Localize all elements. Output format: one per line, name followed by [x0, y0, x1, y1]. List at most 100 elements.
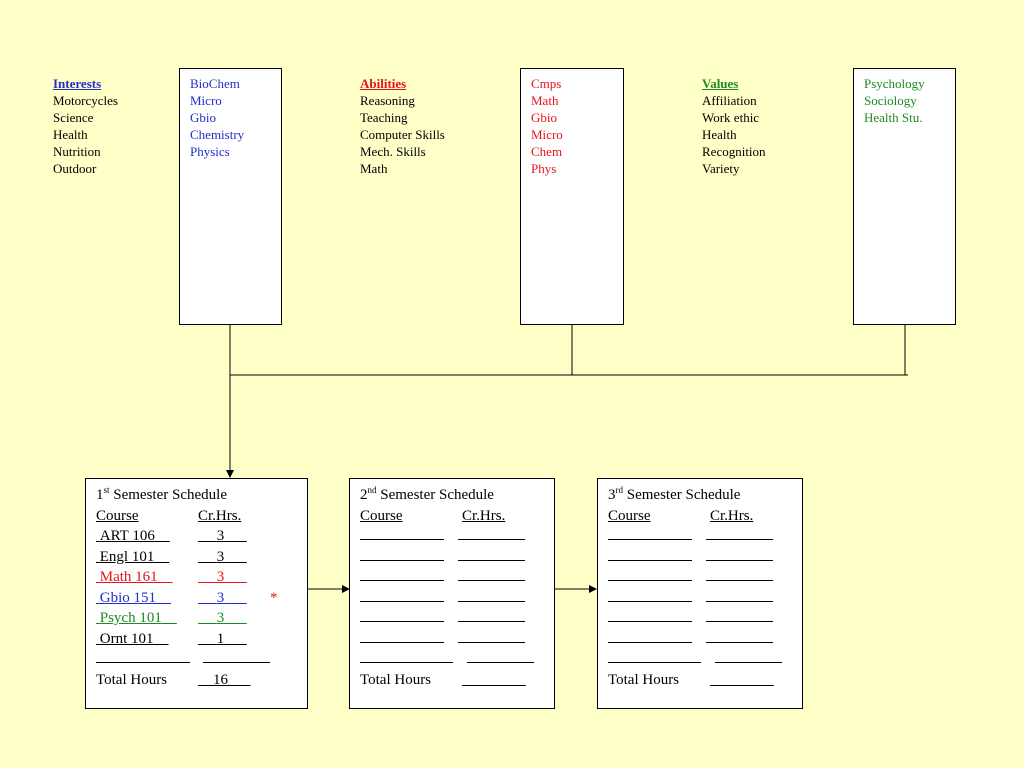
blank-line[interactable] [458, 608, 525, 622]
hours-blank[interactable] [458, 588, 525, 609]
course-hours-value: 3 [216, 528, 225, 544]
course-blank[interactable] [608, 526, 692, 547]
blank-line[interactable] [608, 526, 692, 540]
course-blank[interactable] [608, 547, 692, 568]
table-row [360, 608, 554, 629]
hours-blank[interactable] [706, 588, 773, 609]
hours-blank[interactable] [706, 608, 773, 629]
course-name[interactable]: Math 161 [96, 567, 173, 588]
abilities-course: Micro [531, 127, 563, 142]
schedule-title: 3rd Semester Schedule [608, 485, 802, 506]
course-blank[interactable] [608, 608, 692, 629]
blank-line[interactable] [458, 526, 525, 540]
hours-blank[interactable] [458, 567, 525, 588]
blank-line[interactable] [608, 588, 692, 602]
course-blank[interactable] [360, 567, 444, 588]
blank-line[interactable] [203, 649, 270, 663]
course-blank[interactable] [608, 629, 692, 650]
course-hours[interactable]: 3 [198, 547, 247, 568]
course-blank[interactable] [360, 629, 444, 650]
blank-line[interactable] [706, 547, 773, 561]
values-list: Values Affiliation Work ethic Health Rec… [702, 75, 766, 177]
blank-line[interactable] [706, 567, 773, 581]
blank-line[interactable] [706, 629, 773, 643]
blank-line[interactable] [608, 629, 692, 643]
course-name[interactable]: Gbio 151 [96, 588, 171, 609]
total-hours-value[interactable] [462, 670, 526, 691]
blank-line[interactable] [608, 649, 701, 663]
course-name[interactable]: ART 106 [96, 526, 170, 547]
course-hours[interactable]: 3 [198, 567, 247, 588]
interests-course: Gbio [190, 110, 216, 125]
blank-line[interactable] [706, 588, 773, 602]
blank-line[interactable] [458, 629, 525, 643]
blank-line[interactable] [706, 526, 773, 540]
hours-blank[interactable] [458, 547, 525, 568]
schedule-title: 2nd Semester Schedule [360, 485, 554, 506]
course-blank[interactable] [360, 588, 444, 609]
hours-blank[interactable] [458, 629, 525, 650]
course-name[interactable]: Engl 101 [96, 547, 169, 568]
course-blank[interactable] [360, 608, 444, 629]
note-asterisk: * [270, 589, 278, 606]
blank-line[interactable] [360, 567, 444, 581]
blank-line[interactable] [360, 547, 444, 561]
total-hours-value[interactable]: 16 [198, 670, 251, 691]
hours-blank[interactable] [458, 608, 525, 629]
course-name[interactable]: Psych 101 [96, 608, 177, 629]
separator-row [96, 649, 307, 670]
values-heading: Values [702, 76, 739, 91]
course-name[interactable]: Ornt 101 [96, 629, 169, 650]
course-hours[interactable]: 3 [198, 526, 247, 547]
abilities-heading: Abilities [360, 76, 407, 91]
total-hours-value[interactable] [710, 670, 774, 691]
separator-row [360, 649, 554, 670]
blank-line[interactable] [458, 588, 525, 602]
course-name-text: Ornt 101 [99, 630, 154, 647]
interests-item: Nutrition [53, 144, 101, 159]
blank-line[interactable] [360, 629, 444, 643]
abilities-course: Chem [531, 144, 563, 159]
course-hours-value: 3 [216, 589, 225, 606]
hours-blank[interactable] [706, 526, 773, 547]
hours-blank[interactable] [706, 567, 773, 588]
course-blank[interactable] [608, 567, 692, 588]
course-blank[interactable] [608, 588, 692, 609]
values-course: Sociology [864, 93, 917, 108]
values-item: Affiliation [702, 93, 757, 108]
blank-line[interactable] [360, 588, 444, 602]
course-hours-value: 1 [216, 630, 225, 647]
blank-line[interactable] [608, 608, 692, 622]
course-hours[interactable]: 3 [198, 608, 247, 629]
blank-line[interactable] [706, 608, 773, 622]
values-course: Psychology [864, 76, 925, 91]
hours-blank[interactable] [458, 526, 525, 547]
blank-line[interactable] [458, 547, 525, 561]
course-name-text: Math 161 [99, 569, 158, 585]
blank-line[interactable] [715, 649, 782, 663]
course-blank[interactable] [360, 526, 444, 547]
blank-line[interactable] [458, 567, 525, 581]
total-label: Total Hours [608, 671, 680, 688]
course-blank[interactable] [360, 547, 444, 568]
separator-blank [96, 649, 190, 670]
blank-line[interactable] [360, 608, 444, 622]
total-row: Total Hours [360, 670, 554, 691]
hours-blank[interactable] [706, 547, 773, 568]
hours-blank[interactable] [706, 629, 773, 650]
course-hours[interactable]: 1 [198, 629, 247, 650]
blank-line[interactable] [608, 547, 692, 561]
abilities-item: Reasoning [360, 93, 415, 108]
interests-course: Chemistry [190, 127, 245, 142]
interests-course-box: BioChem Micro Gbio Chemistry Physics [179, 68, 282, 325]
blank-line[interactable] [360, 649, 453, 663]
blank-line[interactable] [608, 567, 692, 581]
blank-line[interactable] [96, 649, 190, 663]
hours-header: Cr.Hrs. [710, 507, 754, 524]
course-hours[interactable]: 3 [198, 588, 247, 609]
course-hours-value: 3 [216, 610, 225, 626]
blank-line[interactable] [360, 526, 444, 540]
blank-line[interactable] [467, 649, 534, 663]
